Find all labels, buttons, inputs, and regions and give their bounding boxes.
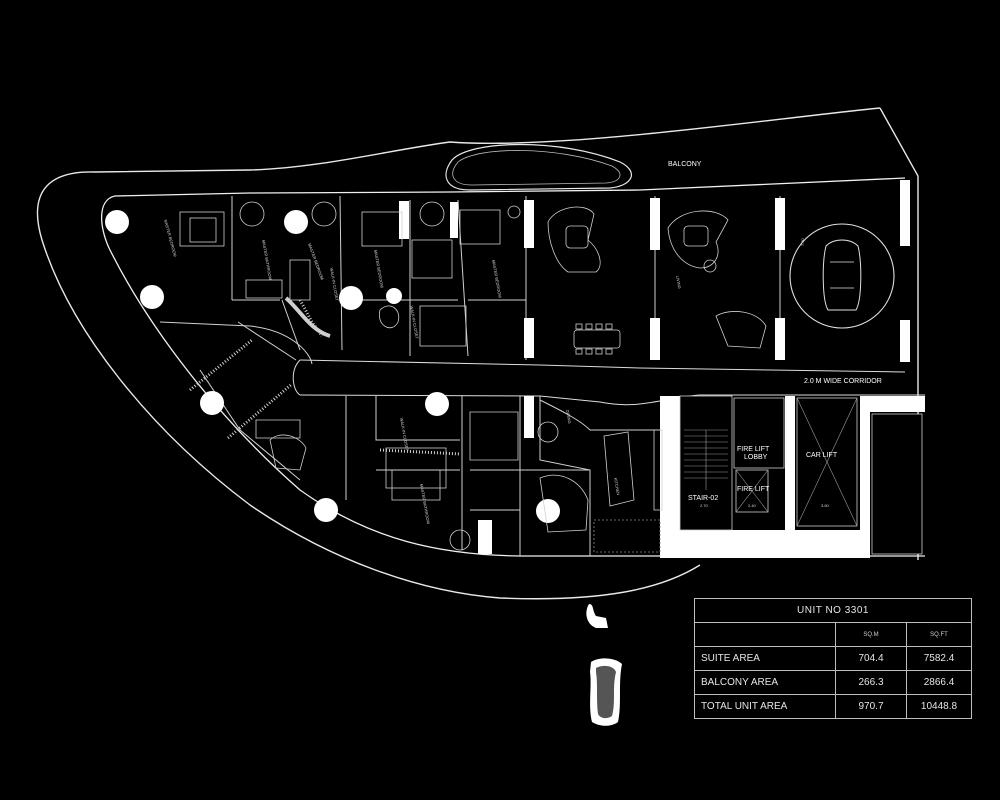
row-sqm: 970.7 — [835, 694, 907, 719]
unit-area-table: UNIT NO 3301 SQ.M SQ.FT SUITE AREA 704.4… — [694, 598, 972, 719]
row-sqft: 10448.8 — [906, 694, 972, 719]
structural-columns — [399, 180, 910, 554]
fire-lift-lobby-label-2: LOBBY — [744, 454, 768, 461]
row-sqm: 266.3 — [835, 670, 907, 695]
unit-title: UNIT NO 3301 — [694, 598, 972, 623]
row-sqm: 704.4 — [835, 646, 907, 671]
bedroom-furniture — [179, 201, 521, 551]
key-figure — [586, 604, 622, 726]
unit-header-blank — [694, 622, 836, 647]
closet-shelving — [189, 299, 461, 456]
fire-lift-label: FIRE LIFT — [737, 486, 770, 493]
light-fixtures — [105, 210, 560, 523]
corridor-label: 2.0 M WIDE CORRIDOR — [804, 378, 882, 385]
balcony-label: BALCONY — [668, 161, 702, 168]
row-label: TOTAL UNIT AREA — [694, 694, 836, 719]
car-lift-dimension: 3.60 — [821, 503, 830, 508]
fire-lift-lobby-label: FIRE LIFT — [737, 446, 770, 453]
row-label: SUITE AREA — [694, 646, 836, 671]
table-row: BALCONY AREA 266.3 2866.4 — [694, 670, 972, 695]
stair-dimension: 2.70 — [700, 503, 709, 508]
table-row: SUITE AREA 704.4 7582.4 — [694, 646, 972, 671]
table-row: TOTAL UNIT AREA 970.7 10448.8 — [694, 694, 972, 719]
balcony-planter — [445, 143, 633, 191]
row-sqft: 2866.4 — [906, 670, 972, 695]
stair-label: STAIR-02 — [688, 495, 718, 502]
unit-header-sqft: SQ.FT — [906, 622, 972, 647]
living-furniture — [547, 206, 767, 355]
kitchen-area — [593, 429, 663, 553]
car-lift-label: CAR LIFT — [806, 452, 838, 459]
fire-lift-dimension: 2.40 — [748, 503, 757, 508]
row-label: BALCONY AREA — [694, 670, 836, 695]
service-core — [660, 395, 925, 558]
entrance-details — [469, 411, 589, 533]
unit-header-sqm: SQ.M — [835, 622, 907, 647]
row-sqft: 7582.4 — [906, 646, 972, 671]
car-turntable — [789, 223, 895, 329]
